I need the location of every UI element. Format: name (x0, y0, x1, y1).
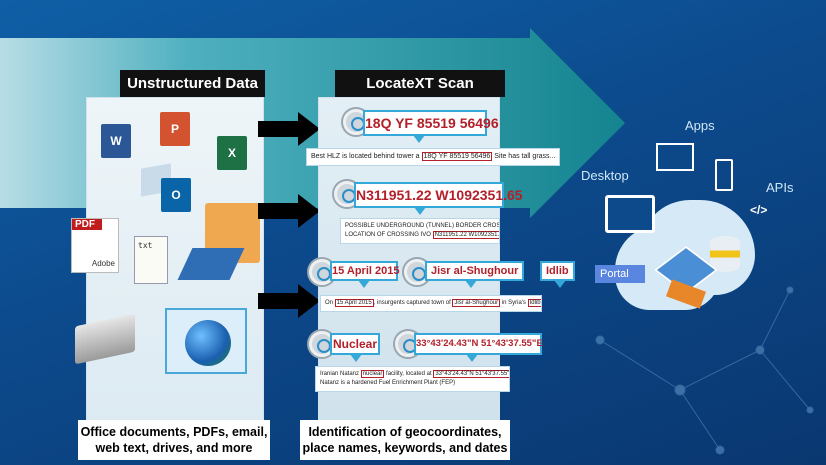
tag-dms-coordinate: 33°43'24.43"N 51°43'37.55"E (414, 333, 543, 362)
snippet-2: POSSIBLE UNDERGROUND (TUNNEL) BORDER CRO… (340, 218, 500, 244)
browser-window-icon (165, 308, 247, 374)
word-icon: W (101, 124, 131, 158)
tag-mgrs: 18Q YF 85519 56496 (363, 110, 499, 143)
unstructured-data-caption: Office documents, PDFs, email, web text,… (78, 420, 270, 460)
apps-window-icon (656, 143, 694, 171)
arrow-right-icon (258, 284, 320, 318)
arrow-right-icon (258, 112, 320, 146)
web-globe-icon (185, 320, 231, 366)
tag-date: 15 April 2015 (330, 261, 399, 288)
pdf-icon: PDF Adobe (71, 218, 119, 273)
snippet-4: Iranian Natanz nuclear facility, located… (315, 366, 510, 392)
powerpoint-icon: P (160, 112, 190, 146)
unstructured-data-panel: W P X O PDF Adobe txt (71, 97, 264, 435)
apis-label: APIs (766, 180, 794, 195)
tag-place: Jisr al-Shughour (425, 261, 525, 288)
tag-keyword: Nuclear (330, 333, 380, 362)
outlook-email-icon: O (161, 178, 191, 212)
mobile-phone-icon (715, 159, 733, 191)
network-decoration (595, 286, 814, 455)
excel-icon: X (217, 136, 247, 170)
adobe-label: Adobe (91, 259, 115, 268)
snippet-3: On 15 April 2015, insurgents captured to… (320, 295, 542, 312)
open-folder-icon (177, 248, 245, 280)
code-api-icon: </> (750, 203, 768, 217)
tag-province: Idlib (540, 261, 575, 288)
pdf-label: PDF (72, 219, 102, 230)
apps-label: Apps (685, 118, 715, 133)
arrow-right-icon (258, 194, 320, 228)
locatext-scan-caption: Identification of geocoordinates, place … (300, 420, 510, 460)
desktop-monitor-icon (605, 195, 655, 233)
txt-icon: txt (134, 236, 168, 284)
unstructured-data-header: Unstructured Data (120, 70, 265, 97)
portal-label: Portal (595, 265, 645, 283)
disc-drive-icon (75, 313, 135, 365)
tag-latlon: N311951.22 W1092351.65 (354, 182, 523, 215)
snippet-1: Best HLZ is located behind tower a 18Q Y… (306, 148, 561, 166)
database-icon (710, 236, 740, 272)
locatext-scan-header: LocateXT Scan (335, 70, 505, 97)
desktop-label: Desktop (581, 168, 629, 183)
txt-label: txt (138, 241, 153, 250)
